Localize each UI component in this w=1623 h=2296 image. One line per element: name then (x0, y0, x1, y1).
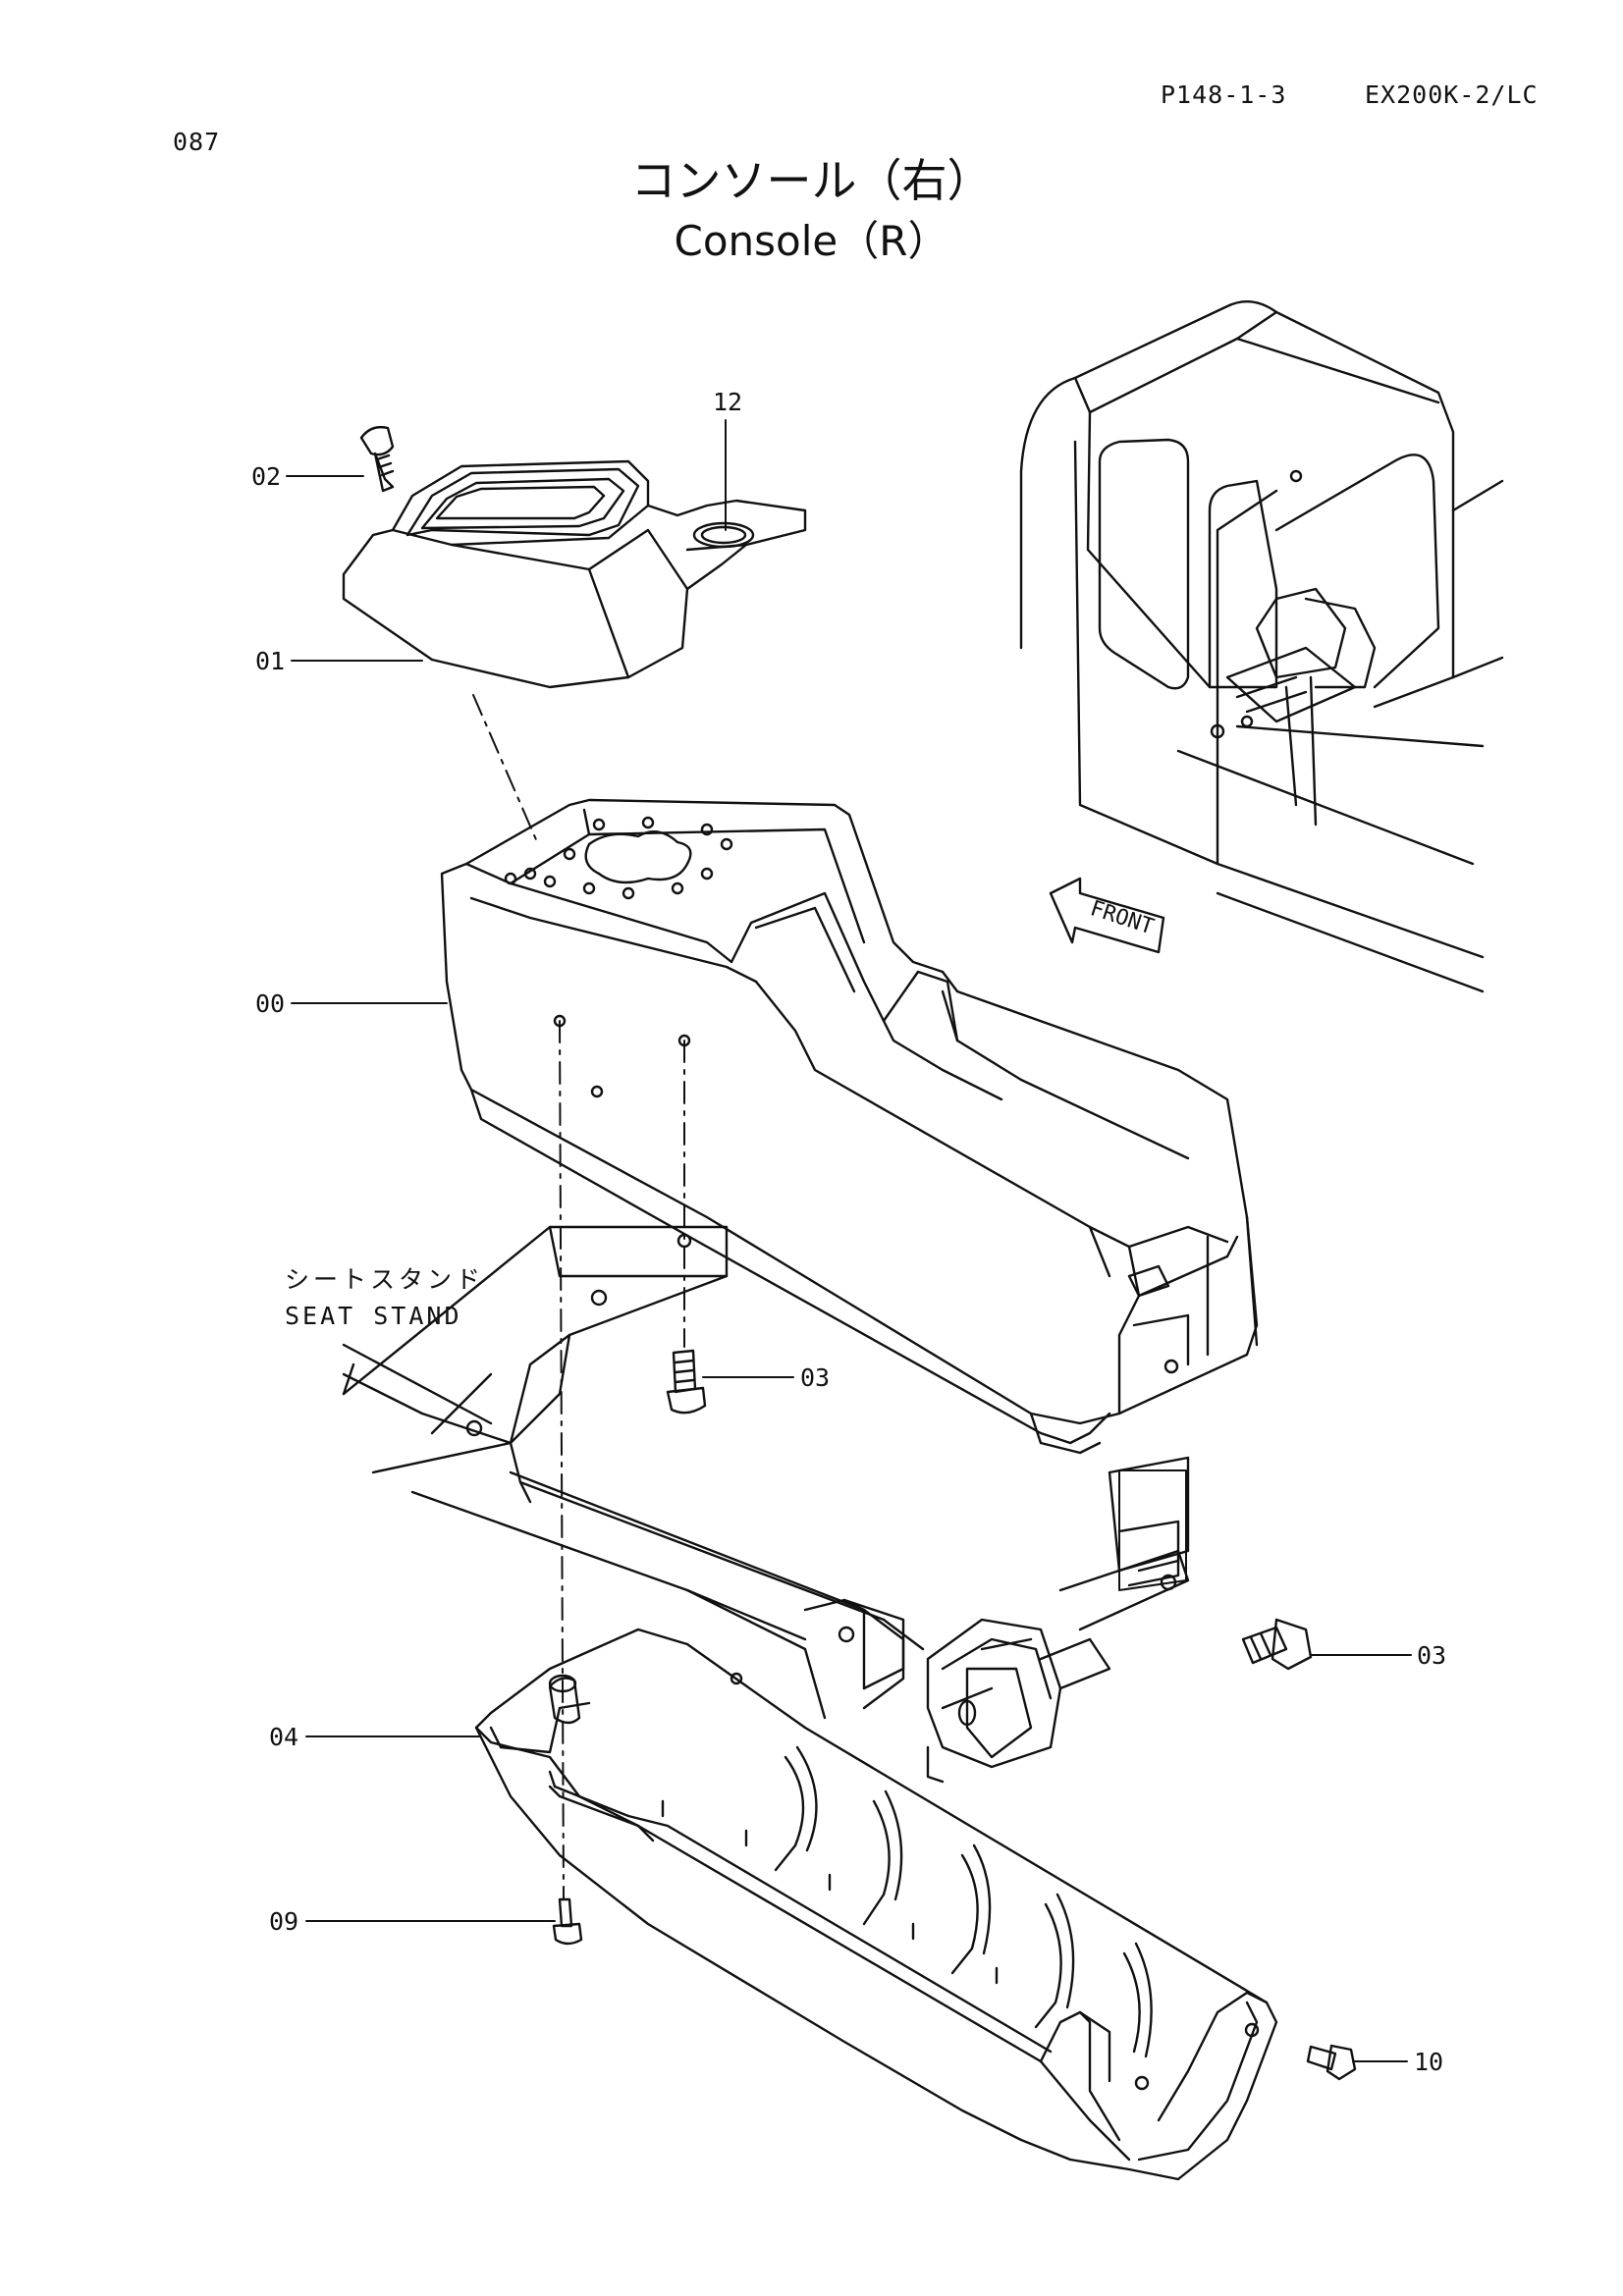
cab-illustration (1019, 300, 1504, 993)
seat-stand-label-jp: シートスタンド (285, 1265, 484, 1294)
callout-03b: 03 (1417, 1641, 1446, 1670)
main-console-part-00 (440, 798, 1259, 1455)
callout-04: 04 (269, 1723, 298, 1751)
page-number: 087 (173, 128, 221, 156)
callout-12: 12 (713, 388, 742, 416)
seat-stand (342, 1225, 994, 1720)
seat-stand-label: シートスタンド SEAT STAND (285, 1265, 484, 1330)
title-japanese: コンソール（右） (630, 154, 993, 207)
model-code: EX200K-2/LC (1365, 80, 1539, 109)
callout-10: 10 (1414, 2048, 1443, 2076)
seat-stand-label-en: SEAT STAND (285, 1302, 462, 1330)
leader-lines (286, 419, 1412, 2062)
callout-03a: 03 (800, 1363, 830, 1392)
callouts: 02 12 01 00 03 03 04 09 10 (251, 388, 1446, 2076)
bolt-part-03b (1241, 1618, 1313, 1671)
bolt-part-03a (666, 1349, 707, 1415)
alignment-lines (472, 694, 1187, 1900)
callout-01: 01 (255, 647, 285, 675)
callout-00: 00 (255, 989, 285, 1018)
bolt-part-09 (552, 1897, 583, 1946)
page-code: P148-1-3 (1161, 80, 1287, 109)
top-cover-part-01 (342, 459, 807, 689)
front-arrow: FRONT (1049, 877, 1165, 954)
under-cover-part-04 (474, 1628, 1278, 2181)
bolt-part-02 (359, 425, 395, 493)
bolt-part-10 (1306, 2044, 1357, 2081)
callout-09: 09 (269, 1907, 298, 1936)
title-english: Console（R） (674, 217, 949, 265)
mounting-bracket (926, 1456, 1190, 1784)
callout-02: 02 (251, 462, 281, 491)
